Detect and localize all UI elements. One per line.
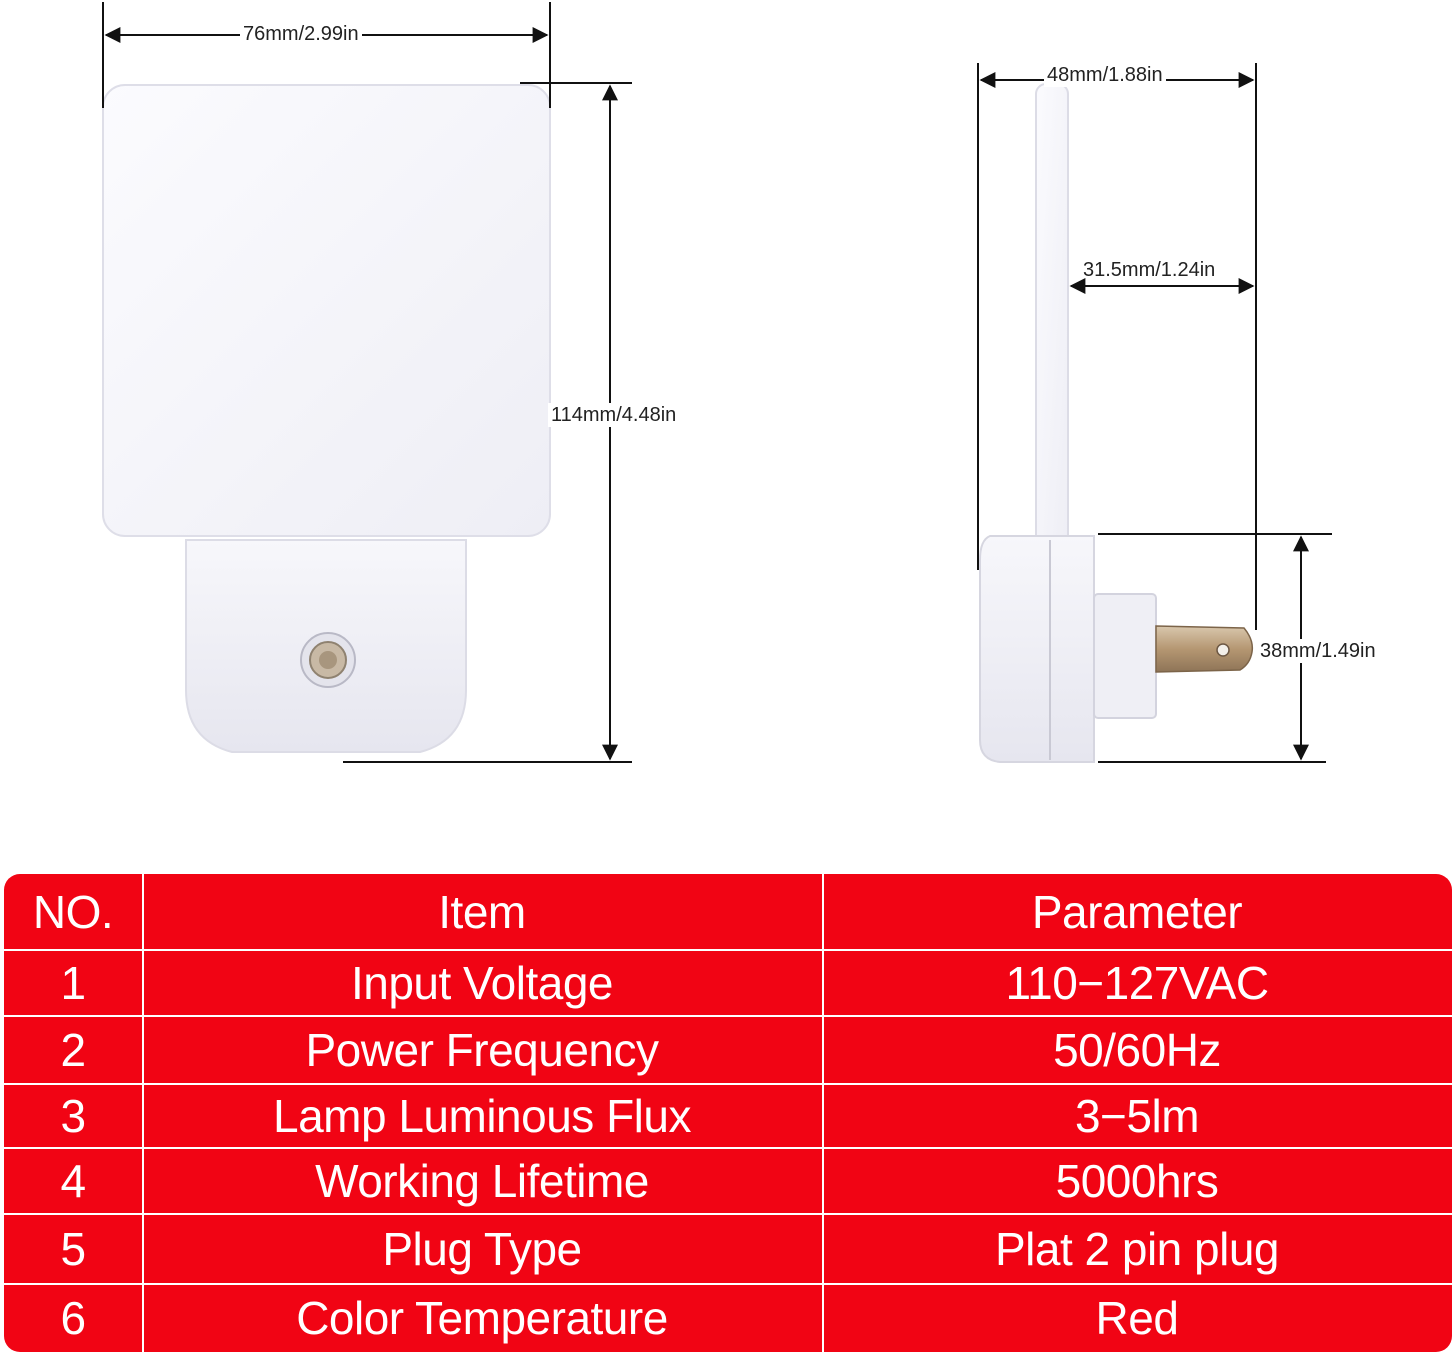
row-parameter: 3−5lm bbox=[1074, 1090, 1200, 1142]
row-parameter: 5000hrs bbox=[1055, 1155, 1219, 1207]
row-item: Power Frequency bbox=[305, 1024, 660, 1076]
product-drawing bbox=[102, 2, 1332, 763]
row-item: Color Temperature bbox=[296, 1292, 668, 1344]
row-no: 2 bbox=[60, 1024, 86, 1076]
row-parameter: 110−127VAC bbox=[1005, 957, 1269, 1009]
side-body bbox=[979, 535, 1095, 763]
side-plug-boss bbox=[1093, 593, 1157, 719]
spec-table: NO. Item Parameter 1 Input Voltage 110−1… bbox=[4, 874, 1452, 1352]
table-row: 1 Input Voltage 110−127VAC bbox=[4, 950, 1452, 1016]
row-no: 3 bbox=[60, 1090, 86, 1142]
front-width-label: 76mm/2.99in bbox=[240, 22, 362, 46]
row-parameter: Red bbox=[1095, 1292, 1179, 1344]
row-item: Working Lifetime bbox=[315, 1155, 649, 1207]
row-no: 1 bbox=[60, 957, 86, 1009]
table-divider bbox=[4, 949, 1452, 951]
header-item: Item bbox=[438, 886, 526, 938]
side-depth-label: 48mm/1.88in bbox=[1044, 63, 1166, 87]
table-divider bbox=[142, 874, 144, 1352]
front-light-panel bbox=[102, 84, 551, 537]
header-parameter: Parameter bbox=[1031, 886, 1243, 938]
table-divider bbox=[4, 1015, 1452, 1017]
row-parameter: 50/60Hz bbox=[1053, 1024, 1221, 1076]
table-row: 6 Color Temperature Red bbox=[4, 1284, 1452, 1352]
table-row: 5 Plug Type Plat 2 pin plug bbox=[4, 1214, 1452, 1284]
header-no: NO. bbox=[32, 886, 114, 938]
side-plug-height-label: 38mm/1.49in bbox=[1257, 639, 1379, 663]
front-view bbox=[102, 2, 632, 763]
dimension-diagram: 76mm/2.99in 114mm/4.48in 48mm/1.88in 31.… bbox=[102, 2, 1379, 763]
table-row: 4 Working Lifetime 5000hrs bbox=[4, 1148, 1452, 1214]
table-divider bbox=[4, 1083, 1452, 1085]
row-item: Lamp Luminous Flux bbox=[273, 1090, 691, 1142]
row-item: Plug Type bbox=[382, 1223, 582, 1275]
table-divider bbox=[822, 874, 824, 1352]
plug-prong-icon bbox=[1155, 625, 1254, 673]
side-light-panel bbox=[1035, 83, 1069, 555]
row-no: 6 bbox=[60, 1292, 86, 1344]
table-divider bbox=[4, 1147, 1452, 1149]
row-parameter: Plat 2 pin plug bbox=[994, 1223, 1280, 1275]
row-no: 4 bbox=[60, 1155, 86, 1207]
table-header-row: NO. Item Parameter bbox=[4, 874, 1452, 950]
row-no: 5 bbox=[60, 1223, 86, 1275]
light-sensor-icon bbox=[300, 632, 356, 688]
row-item: Input Voltage bbox=[350, 957, 614, 1009]
table-row: 3 Lamp Luminous Flux 3−5lm bbox=[4, 1084, 1452, 1148]
front-height-label: 114mm/4.48in bbox=[548, 403, 680, 427]
table-divider bbox=[4, 1213, 1452, 1215]
table-divider bbox=[4, 1283, 1452, 1285]
table-row: 2 Power Frequency 50/60Hz bbox=[4, 1016, 1452, 1084]
side-plug-depth-label: 31.5mm/1.24in bbox=[1083, 259, 1216, 281]
side-view bbox=[977, 63, 1332, 763]
